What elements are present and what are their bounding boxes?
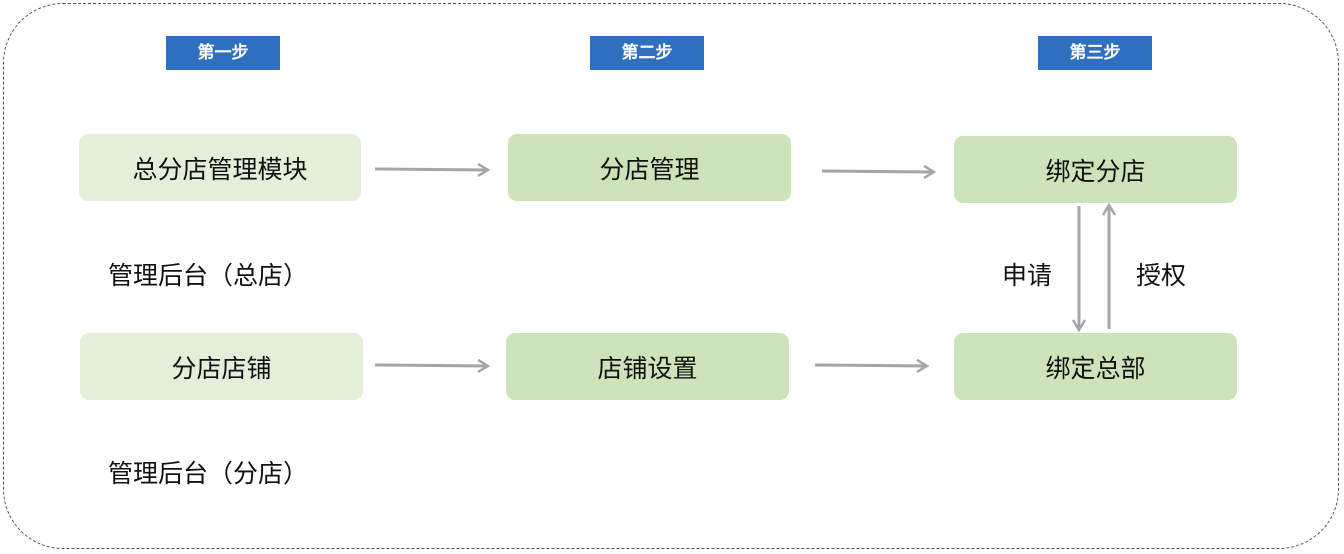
branch-manage-node: 分店管理 [508,134,791,201]
hq-module-label: 总分店管理模块 [132,154,308,184]
arrow-hq-to-manage [374,169,488,170]
shop-settings-node: 店铺设置 [506,333,789,400]
arrow-shop-to-settings [374,365,488,366]
shop-settings-label: 店铺设置 [597,353,698,383]
branch-manage-label: 分店管理 [599,154,700,184]
hq-module-node: 总分店管理模块 [79,134,361,201]
diagram-frame [3,3,1339,549]
apply-label: 申请 [1002,261,1053,290]
step-3-badge: 第三步 [1038,36,1152,70]
step-2-badge: 第二步 [590,36,704,70]
arrow-manage-to-bind-branch [821,171,934,172]
backend-branch-caption: 管理后台（分店） [108,459,309,488]
bind-branch-label: 绑定分店 [1045,156,1146,186]
step-1-badge: 第一步 [166,36,280,70]
branch-shop-node: 分店店铺 [80,333,363,400]
bind-hq-node: 绑定总部 [954,333,1237,400]
bind-branch-node: 绑定分店 [954,136,1237,203]
bind-hq-label: 绑定总部 [1045,353,1146,383]
backend-hq-caption: 管理后台（总店） [108,261,309,290]
branch-shop-label: 分店店铺 [171,353,272,383]
authorize-label: 授权 [1136,261,1187,290]
arrow-settings-to-bind-hq [814,365,927,366]
